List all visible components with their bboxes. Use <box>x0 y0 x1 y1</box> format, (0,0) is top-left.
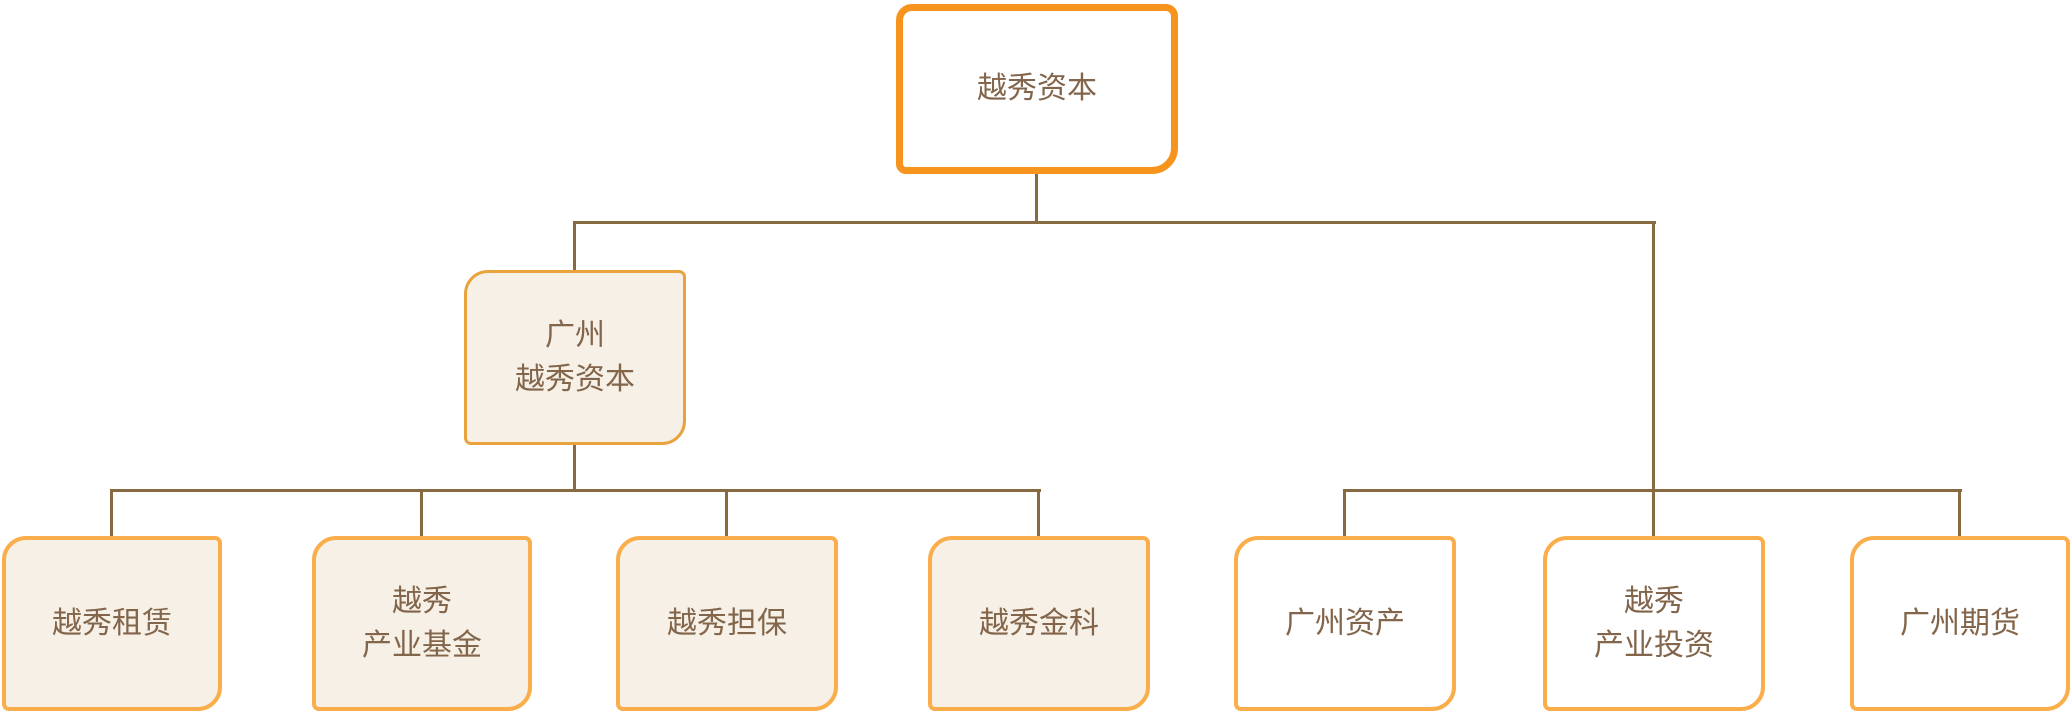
org-node-yuexiu-leasing[interactable]: 越秀租赁 <box>2 536 222 711</box>
connector-right-vline <box>1652 221 1655 536</box>
org-node-yuexiu-guarantee[interactable]: 越秀担保 <box>616 536 838 711</box>
connector-stub-leasing <box>110 489 113 536</box>
connector-level1-hbar <box>574 221 1656 224</box>
connector-stub-fintech <box>1037 489 1040 536</box>
org-node-label: 越秀租赁 <box>52 606 172 640</box>
connector-left-hbar <box>111 489 1041 492</box>
org-node-label: 越秀担保 <box>667 606 787 640</box>
org-node-label: 广州 越秀资本 <box>515 319 635 396</box>
connector-stub-fund <box>420 489 423 536</box>
connector-stub-guarantee <box>725 489 728 536</box>
connector-stub-futures <box>1958 489 1961 536</box>
org-node-label: 广州资产 <box>1285 606 1405 640</box>
connector-stub-asset <box>1343 489 1346 536</box>
org-node-label: 越秀 产业基金 <box>362 585 482 662</box>
org-node-guangzhou-asset[interactable]: 广州资产 <box>1234 536 1456 711</box>
org-node-yuexiu-fintech[interactable]: 越秀金科 <box>928 536 1150 711</box>
org-node-label: 越秀 产业投资 <box>1594 585 1714 662</box>
org-node-label: 越秀资本 <box>977 72 1097 106</box>
org-node-guangzhou-yuexiu-capital[interactable]: 广州 越秀资本 <box>464 270 686 445</box>
org-node-yuexiu-industry-fund[interactable]: 越秀 产业基金 <box>312 536 532 711</box>
connector-right-hbar <box>1344 489 1962 492</box>
org-node-label: 越秀金科 <box>979 606 1099 640</box>
org-node-yuexiu-capital[interactable]: 越秀资本 <box>896 4 1178 174</box>
connector-gz-capital-bottom <box>573 445 576 491</box>
org-node-label: 广州期货 <box>1900 606 2020 640</box>
connector-root-stub <box>1035 174 1038 222</box>
connector-gz-capital-top <box>573 221 576 270</box>
org-node-yuexiu-industry-investment[interactable]: 越秀 产业投资 <box>1543 536 1765 711</box>
org-node-guangzhou-futures[interactable]: 广州期货 <box>1850 536 2070 711</box>
